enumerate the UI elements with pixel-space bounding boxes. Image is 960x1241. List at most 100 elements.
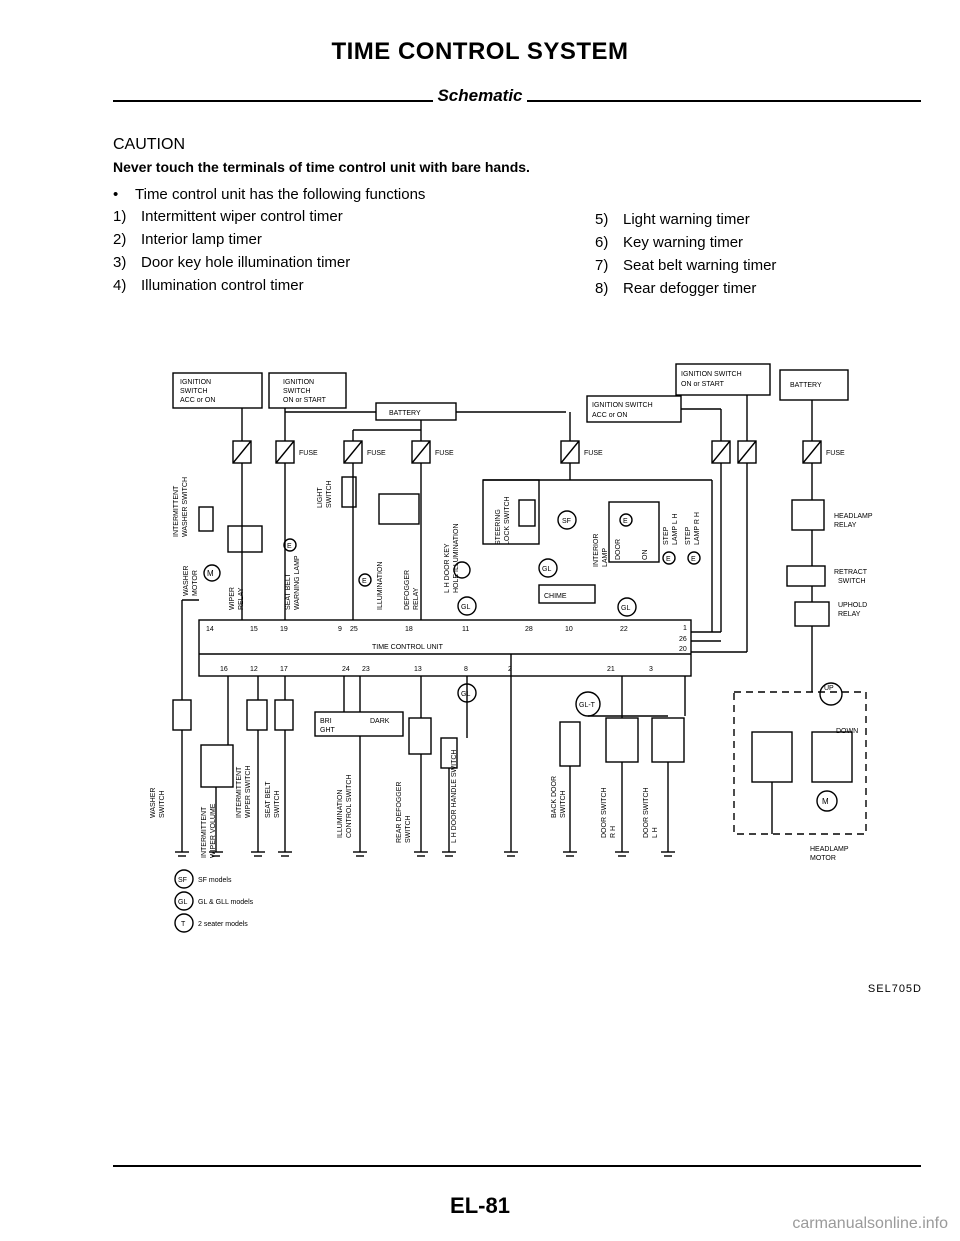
headlamp-motor-symbol [816,790,838,812]
ign-on-label: SWITCH [283,388,311,395]
gl-marker-4 [457,683,477,703]
component-label: L H DOOR KEY [444,543,451,593]
battery-label: BATTERY [389,410,421,417]
gl-marker-text: GL [461,691,470,698]
unit-pin: 10 [565,626,573,633]
ign-on2-label: IGNITION SWITCH [681,371,742,378]
gl-marker-2 [538,558,558,578]
function-text: Rear defogger timer [623,280,757,297]
function-num: 2) [113,231,127,248]
function-text: Illumination control timer [141,277,304,294]
retract-switch-box [786,565,826,587]
component-label: WIPER SWITCH [245,766,252,819]
ign-on2-label: ON or START [681,381,725,388]
e-marker-text: E [691,556,696,563]
component-label: RELAY [413,587,420,610]
component-label: RELAY [238,587,245,610]
unit-pin: 15 [250,626,258,633]
unit-pin: 2 [508,666,512,673]
illumination-lamp-symbol [358,573,372,587]
e-marker-text: E [623,518,628,525]
fuse-label: FUSE [826,450,845,457]
unit-pin: 20 [679,646,687,653]
uphold-relay-label: RELAY [838,611,861,618]
steering-lock-box [482,479,540,545]
unit-pin: 28 [525,626,533,633]
gl-marker-text: GL [542,566,551,573]
function-text: Light warning timer [623,211,750,228]
component-label: REAR DEFOGGER [396,782,403,843]
fuse-label: FUSE [299,450,318,457]
section-subtitle-text: Schematic [433,86,527,105]
component-label: L H DOOR HANDLE SWITCH [451,750,458,843]
component-label: SWITCH [326,480,333,508]
uphold-relay-label: UPHOLD [838,602,867,609]
interior-lamp-box [608,501,660,563]
wiper-relay-box [227,525,263,553]
motor-symbol-text: M [207,569,214,578]
ign-on-label: IGNITION [283,379,314,386]
seat-belt-lamp-symbol [283,538,297,552]
ign-acc-label: SWITCH [180,388,208,395]
legend-gl-icon [174,891,194,911]
component-label: HOLE ILLUMINATION [453,524,460,594]
step-lamp-rh-symbol [687,551,701,565]
function-text: Intermittent wiper control timer [141,208,343,225]
unit-pin: 19 [280,626,288,633]
component-label: INTERMITTENT [236,766,243,818]
washer-switch-box [172,699,192,731]
ign-on-box [268,372,347,409]
unit-pin: 11 [462,626,469,633]
component-label: WASHER SWITCH [182,477,189,537]
ign-on-label: ON or START [283,397,327,404]
component-label: ILLUMINATION [377,562,384,611]
function-item: 2) Interior lamp timer [113,231,262,248]
function-item: 5)Light warning timer [595,211,750,228]
door-switch-lh-box [651,717,685,763]
page-title: TIME CONTROL SYSTEM [331,38,629,65]
wiper-volume-box [200,744,234,788]
component-label: WASHER [150,788,157,818]
function-item: 6)Key warning timer [595,234,743,251]
component-label: SWITCH [274,790,281,818]
sf-marker-1 [557,510,577,530]
ground-symbols [175,851,675,857]
component-label: WARNING LAMP [294,555,301,610]
component-label: CONTROL SWITCH [346,774,353,838]
down-label: DOWN [836,728,858,735]
component-label: LAMP L H [672,513,679,545]
gl-marker-3 [617,597,637,617]
component-label: SWITCH [560,790,567,818]
unit-pin: 21 [607,666,615,673]
component-label: WIPER [229,587,236,610]
unit-pin: 3 [649,666,653,673]
battery2-label: BATTERY [790,382,822,389]
headlamp-motor-label: MOTOR [810,855,836,862]
ign-acc-box [172,372,263,409]
component-label: SEAT BELT [285,573,292,610]
function-item: 3)Door key hole illumination timer [113,254,350,271]
fuse-label: FUSE [584,450,603,457]
unit-pin: 13 [414,666,422,673]
component-label: INTERMITTENT [173,485,180,537]
function-intro-text: Time control unit has the following func… [135,186,426,203]
component-label: DOOR SWITCH [643,787,650,838]
bright-label: BRI [320,718,332,725]
steering-lock-switch [518,499,536,527]
component-label: DEFOGGER [404,570,411,610]
function-text: Interior lamp timer [141,231,262,248]
retract-switch-label: SWITCH [838,578,866,585]
function-num: 3) [113,254,127,271]
function-intro: •Time control unit has the following fun… [113,186,425,203]
component-label: INTERMITTENT [201,806,208,858]
legend-code: SF [178,877,187,884]
function-num: 6) [595,234,609,251]
component-label: LAMP R H [694,512,701,545]
legend-text: GL & GLL models [198,899,254,906]
footer-rule [113,1165,921,1167]
component-label: ILLUMINATION [337,790,344,839]
component-label: LOCK SWITCH [504,496,511,545]
headlamp-relay-label: HEADLAMP [834,513,873,520]
component-label: ON [642,550,649,561]
